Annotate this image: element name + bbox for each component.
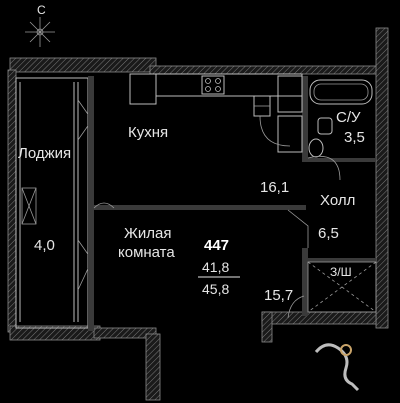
bathroom-label: С/У [336, 109, 361, 126]
storage-room [307, 261, 377, 313]
hall-area: 6,5 [318, 225, 339, 242]
living-room-label-line2: комната [118, 244, 175, 261]
hall-label: Холл [320, 192, 355, 209]
kitchen-counter [129, 73, 303, 153]
loggia-area: 4,0 [34, 237, 55, 254]
doors [93, 202, 309, 319]
living-area-value: 41,8 [202, 259, 229, 275]
kitchen-area: 16,1 [260, 179, 289, 196]
storage-label: З/Ш [330, 265, 352, 279]
outer-walls [7, 27, 389, 401]
total-area-value: 45,8 [202, 281, 229, 297]
compass-north-label: С [37, 3, 46, 17]
living-room-label-line1: Жилая [124, 225, 171, 242]
bathroom-area: 3,5 [344, 129, 365, 146]
bathroom-fixtures [307, 79, 373, 181]
stair-symbol-icon [314, 343, 360, 392]
apartment-number: 447 [204, 237, 229, 254]
living-room-area: 15,7 [264, 287, 293, 304]
loggia-label: Лоджия [18, 145, 71, 162]
loggia-walls [15, 77, 93, 329]
compass-icon: С [25, 3, 55, 47]
interior-walls [88, 76, 376, 331]
kitchen-label: Кухня [128, 124, 168, 141]
